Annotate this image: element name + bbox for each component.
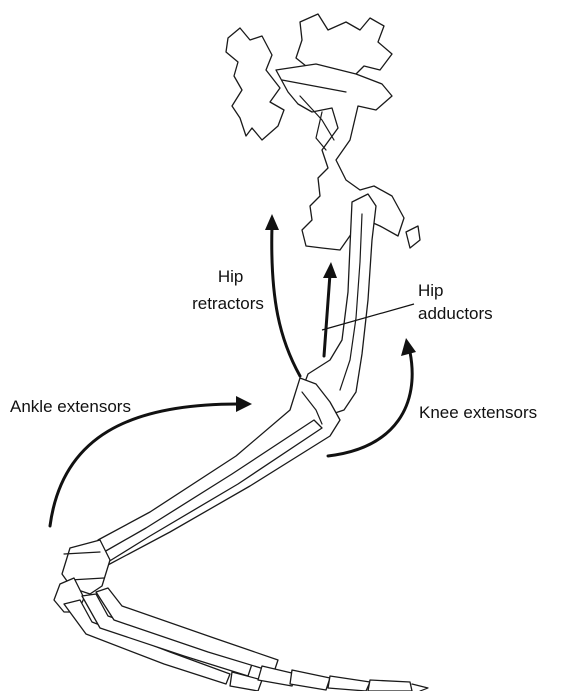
hip-retractors-label: Hip retractors (192, 267, 264, 313)
hip-retractors-line-1: Hip (218, 267, 244, 286)
femur-trochanter (406, 226, 420, 248)
phalanx-row-4 (328, 676, 370, 691)
knee-extensors-label: Knee extensors (419, 403, 537, 422)
claw-tip (412, 684, 428, 691)
ilium-left-blade (226, 28, 284, 140)
hip-adductors-arrowhead (323, 262, 337, 278)
hip-adductors-line-2: adductors (418, 304, 493, 323)
foot (64, 588, 428, 691)
hip-adductors-arrow (324, 274, 330, 356)
hip-retractors-arrow (272, 226, 300, 376)
hip-adductors-leader (322, 304, 414, 330)
hip-adductors-line-1: Hip (418, 281, 444, 300)
ankle-extensors-label: Ankle extensors (10, 397, 131, 416)
hip-adductors-label: Hip adductors (418, 281, 493, 323)
phalanx-row-3 (290, 670, 330, 690)
acetabulum-notch (316, 112, 326, 150)
phalanx-row-5 (368, 680, 412, 691)
pelvis (226, 14, 404, 250)
hip-retractors-arrowhead (265, 214, 279, 230)
hip-retractors-line-2: retractors (192, 294, 264, 313)
fibula (104, 420, 322, 562)
knee-extensors-arrowhead (401, 338, 416, 356)
tibia-fibula (96, 378, 340, 566)
pelvis-body (276, 64, 404, 250)
ankle-extensors-arrowhead (236, 396, 252, 412)
